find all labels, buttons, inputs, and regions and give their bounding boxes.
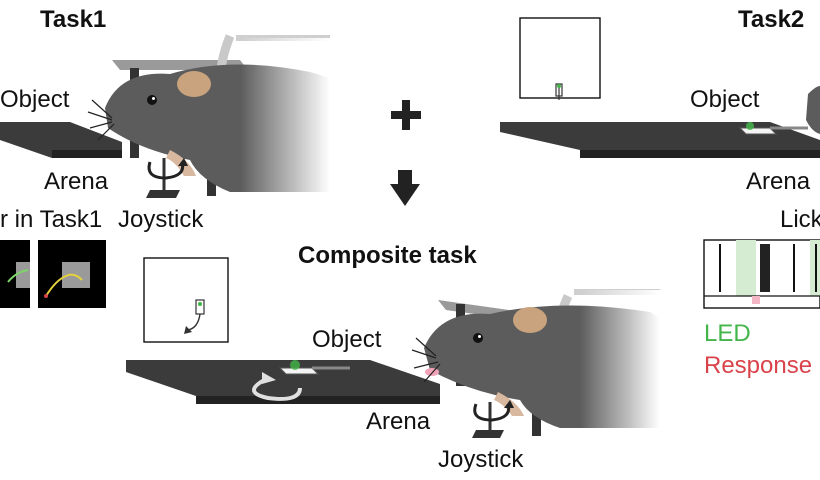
task2-mouse	[806, 86, 820, 134]
composite-arena-label: Arena	[366, 408, 431, 435]
composite-joystick-arrow	[473, 403, 511, 422]
plus-sign	[391, 100, 421, 130]
composite-panel	[126, 257, 660, 440]
composite-arena	[126, 360, 440, 396]
composite-title: Composite task	[298, 242, 477, 269]
composite-mouse-eye	[473, 333, 483, 343]
task1-mouse-ear	[177, 71, 211, 97]
task1-object-label: Object	[0, 86, 70, 113]
task1-panel	[0, 34, 330, 308]
task2-lick-label: Lick	[780, 206, 820, 233]
composite-tongue	[425, 368, 439, 376]
composite-rotate-arrow	[252, 376, 302, 401]
composite-joystick-label: Joystick	[438, 446, 524, 473]
lick-events	[719, 244, 817, 292]
task2-arena-label: Arena	[746, 168, 811, 195]
led-legend-label: LED	[704, 320, 751, 347]
task1-trajectory	[45, 273, 83, 297]
task1-title: Task1	[40, 6, 107, 33]
task1-traj-caption: r in Task1	[0, 206, 103, 233]
down-arrow	[390, 170, 420, 206]
response-legend-label: Response	[704, 352, 813, 379]
task1-mouse-eye	[147, 95, 157, 105]
task1-arena-label: Arena	[44, 168, 109, 195]
composite-object-label: Object	[312, 326, 382, 353]
composite-whiskers	[411, 337, 441, 383]
task2-object-label: Object	[690, 86, 760, 113]
task2-panel	[500, 17, 820, 309]
task1-whiskers	[87, 99, 115, 141]
task1-joystick-label: Joystick	[118, 206, 204, 233]
composite-object	[278, 367, 320, 375]
task1-rotate-arrow	[147, 161, 185, 180]
composite-mouse-ear	[513, 307, 547, 333]
task1-arena	[0, 122, 122, 158]
task2-title: Task2	[738, 6, 805, 33]
task2-arena	[500, 122, 820, 150]
